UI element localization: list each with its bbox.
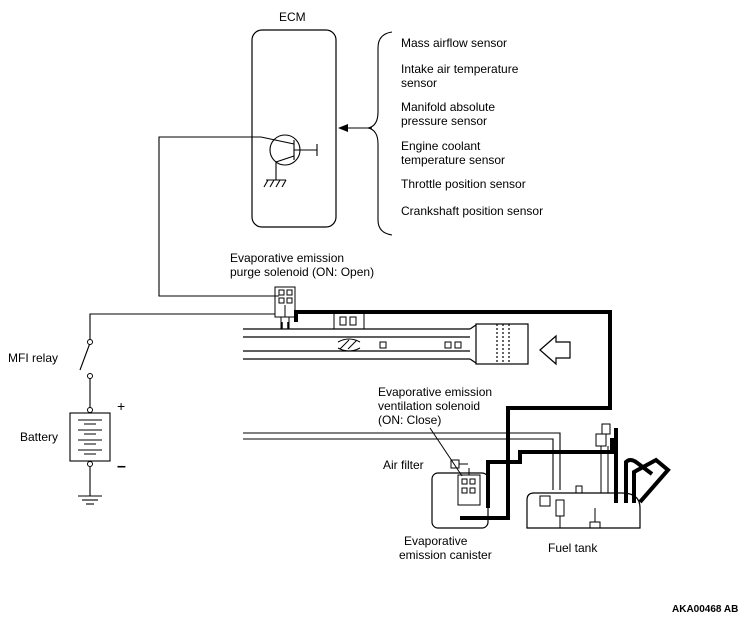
canister-label-line1: Evaporative [404, 534, 468, 548]
sensor-throttle: Throttle position sensor [401, 177, 526, 191]
vent-solenoid-icon [457, 468, 481, 506]
ground-icon [78, 495, 102, 505]
purge-solenoid-label-line2: purge solenoid (ON: Open) [230, 265, 374, 279]
mfi-relay-label: MFI relay [8, 351, 58, 365]
air-cleaner-icon [475, 323, 529, 365]
vent-solenoid-label-line1: Evaporative emission [378, 385, 492, 399]
vent-solenoid-wire [243, 432, 561, 490]
sensor-map-line1: Manifold absolute [401, 100, 495, 114]
ecm-label: ECM [279, 10, 306, 24]
battery-minus: – [117, 458, 126, 475]
vent-solenoid-label-line2: ventilation solenoid [378, 399, 480, 413]
airflow-arrow-icon [539, 334, 571, 366]
sensor-intake-air-temp-line1: Intake air temperature [401, 62, 519, 76]
fuel-tank-label: Fuel tank [548, 541, 598, 555]
sensor-map-line2: pressure sensor [401, 114, 487, 128]
ecm-input-arrow-icon [338, 124, 348, 132]
battery-icon [69, 412, 111, 462]
battery-plus: + [117, 398, 125, 414]
ecm-solenoid-wire [158, 136, 279, 297]
throttle-body-icon [333, 312, 462, 352]
fuel-tank-components [539, 423, 611, 529]
figure-id: AKA00468 AB [672, 604, 738, 615]
fuel-filler-neck [624, 457, 671, 504]
vent-solenoid-label-line3: (ON: Close) [378, 413, 441, 427]
sensor-coolant-line2: temperature sensor [401, 153, 505, 167]
ecm-transistor-icon [260, 134, 318, 188]
fuel-tank-body [526, 492, 641, 529]
relay-wire [89, 313, 275, 340]
vent-solenoid-wire-return [243, 438, 554, 490]
purge-solenoid-label-line1: Evaporative emission [230, 251, 344, 265]
sensor-mass-airflow: Mass airflow sensor [401, 36, 507, 50]
relay-switch-contact [79, 342, 91, 371]
purge-solenoid-icon [274, 286, 296, 330]
sensor-brace [367, 31, 393, 236]
canister-label-line2: emission canister [399, 548, 492, 562]
canister-vapor-hose [486, 438, 614, 508]
air-filter-label: Air filter [383, 458, 424, 472]
sensor-crankshaft: Crankshaft position sensor [401, 204, 543, 218]
ecm-box [251, 29, 337, 228]
intake-pipe [243, 324, 477, 364]
purge-hose [294, 310, 612, 520]
sensor-coolant-line1: Engine coolant [401, 139, 481, 153]
sensor-intake-air-temp-line2: sensor [401, 76, 437, 90]
battery-label: Battery [20, 430, 58, 444]
